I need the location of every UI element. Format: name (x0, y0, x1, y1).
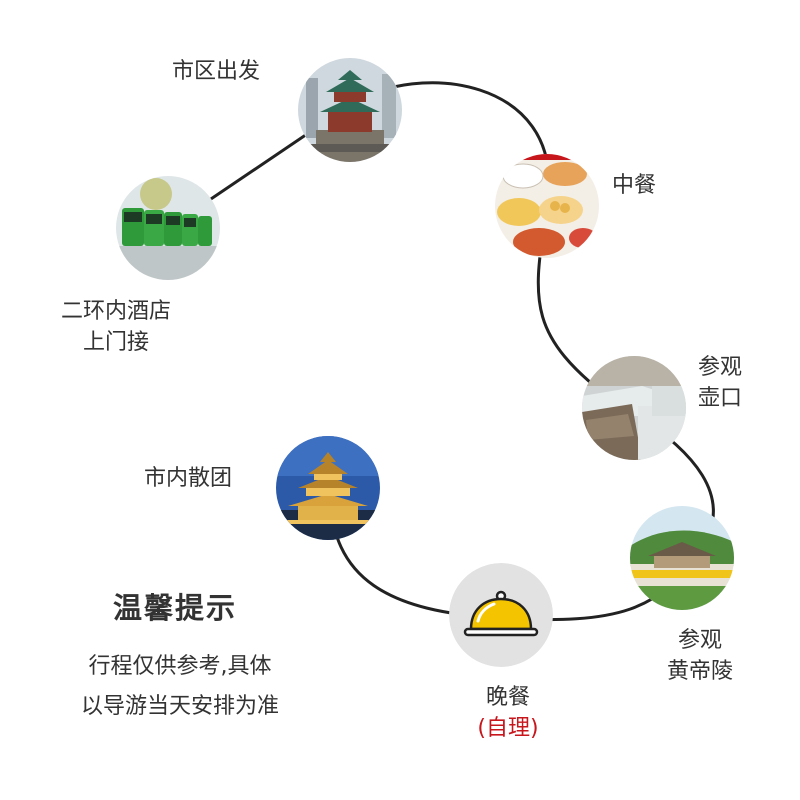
self-pay-note: (自理) (477, 716, 539, 741)
mausoleum-photo (630, 506, 734, 610)
stop-label-dinner: 晚餐 (自理) (470, 682, 546, 744)
tip-text: 行程仅供参考,具体 以导游当天安排为准 (80, 654, 279, 719)
stop-label-disband: 市内散团 (143, 466, 232, 491)
stop-label-lunch: 中餐 (611, 173, 656, 198)
stop-label-city: 市区出发 (171, 59, 260, 84)
stop-label-hukou: 参观 壶口 (697, 355, 742, 411)
food-photo (495, 154, 599, 258)
bell-tower-photo (298, 58, 402, 162)
stop-label-hotel: 二环内酒店 上门接 (60, 299, 171, 355)
cloche-icon (449, 563, 553, 667)
stop-label-huangdi: 参观 黄帝陵 (666, 628, 733, 684)
night-tower-photo (276, 436, 380, 540)
tip-title: 温馨提示 (112, 591, 237, 625)
waterfall-photo (582, 356, 686, 460)
bus-photo (116, 176, 220, 280)
